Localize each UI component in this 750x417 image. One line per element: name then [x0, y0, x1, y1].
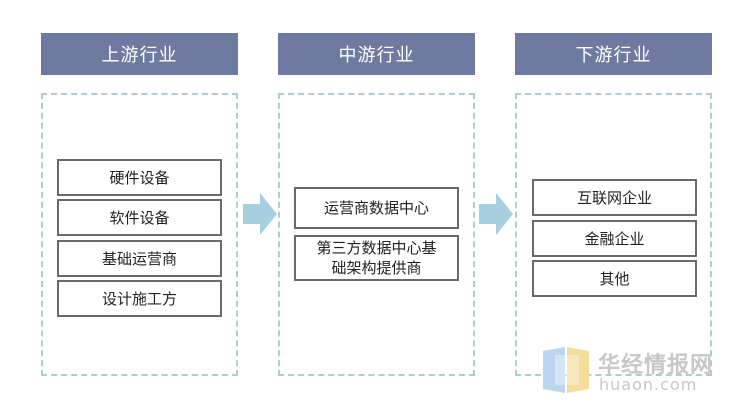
flow-arrow-icon — [243, 193, 277, 235]
huaon-logo-icon — [543, 347, 589, 393]
watermark-name: 华经情报网 — [598, 353, 714, 378]
midstream-item: 运营商数据中心 — [294, 187, 459, 229]
watermark-domain: huaon.com — [599, 375, 698, 394]
upstream-item: 软件设备 — [57, 199, 222, 236]
midstream-header: 中游行业 — [278, 33, 475, 75]
downstream-panel — [515, 93, 712, 376]
upstream-title: 上游行业 — [101, 45, 178, 66]
midstream-title: 中游行业 — [338, 45, 415, 66]
upstream-item: 基础运营商 — [57, 240, 222, 277]
upstream-item: 设计施工方 — [57, 280, 222, 317]
watermark: 华经情报网 huaon.com — [541, 345, 741, 400]
upstream-panel — [41, 93, 238, 376]
midstream-panel — [278, 93, 475, 376]
downstream-title: 下游行业 — [575, 45, 652, 66]
downstream-item: 互联网企业 — [532, 179, 697, 216]
upstream-item: 硬件设备 — [57, 159, 222, 196]
downstream-item: 其他 — [532, 260, 697, 297]
downstream-header: 下游行业 — [515, 33, 712, 75]
midstream-item: 第三方数据中心基 础架构提供商 — [294, 235, 459, 281]
downstream-item: 金融企业 — [532, 220, 697, 257]
flow-arrow-icon — [479, 193, 513, 235]
upstream-header: 上游行业 — [41, 33, 238, 75]
